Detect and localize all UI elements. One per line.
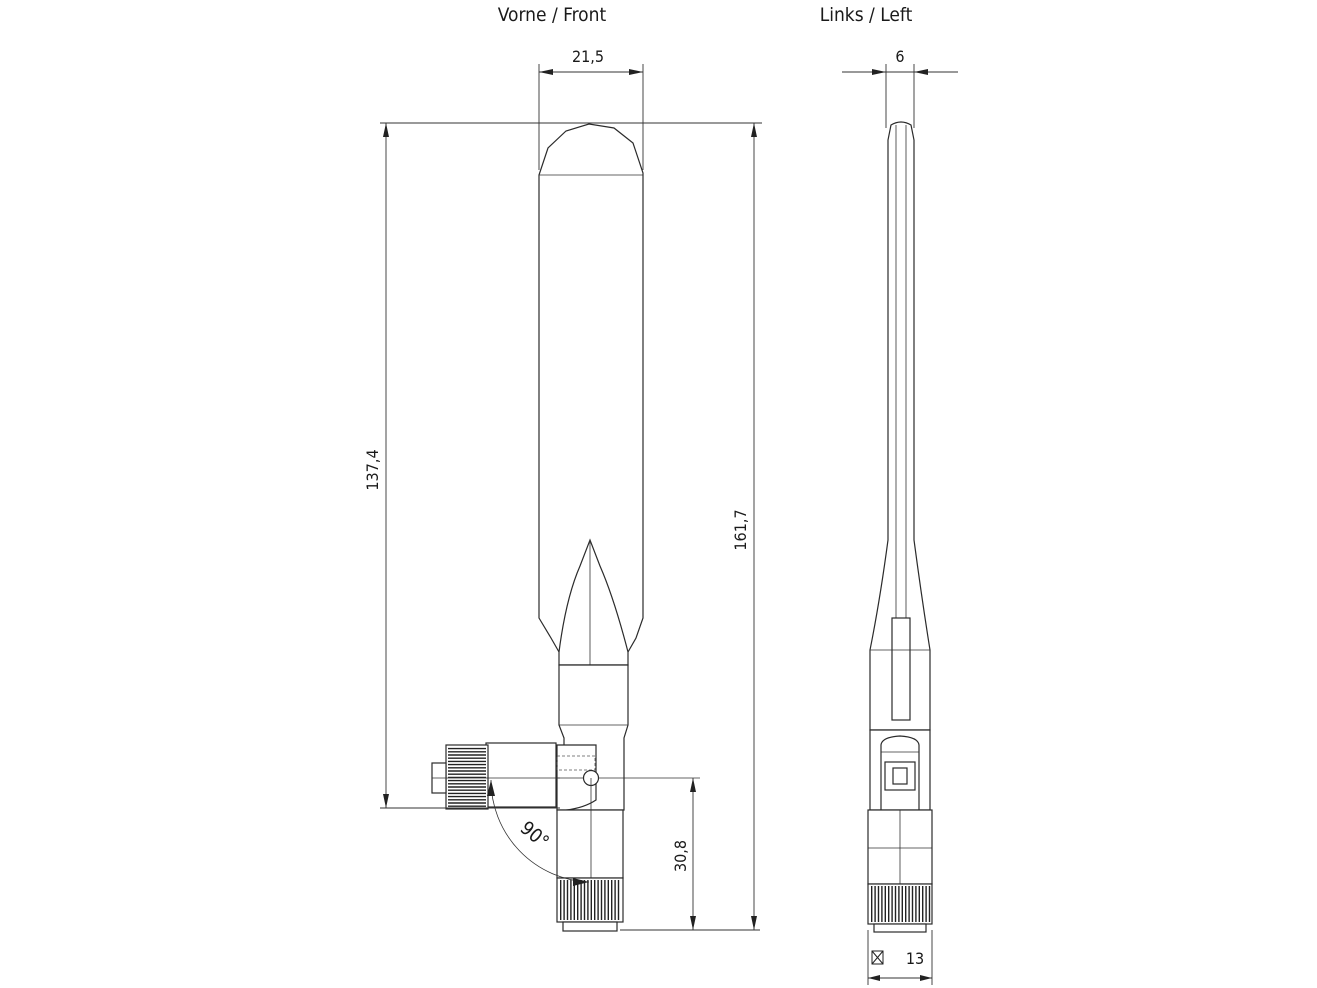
dim-161-arrow-top <box>751 123 757 137</box>
swivel-angle-label: 90° <box>516 817 553 853</box>
front-lower-connector-body <box>556 809 624 879</box>
front-lower-knurl-pattern <box>560 880 620 920</box>
dim-13-label: 13 <box>906 949 924 968</box>
dim-6-label: 6 <box>895 47 904 66</box>
front-hinge-hidden-line <box>556 755 596 771</box>
side-connector-tip <box>873 923 927 933</box>
left-view-title: Links / Left <box>820 4 913 26</box>
side-antenna-blade <box>869 121 931 731</box>
dim-13-arrow-left <box>868 975 880 981</box>
left-view: Links / Left 6 <box>820 4 958 985</box>
dim-161-label: 161,7 <box>731 509 750 550</box>
dim-30-label: 30,8 <box>671 840 690 872</box>
dim-137-label: 137,4 <box>363 449 382 490</box>
dim-width-label: 21,5 <box>572 47 604 66</box>
swivel-arc-arrow-start <box>487 780 495 796</box>
dim-6-arrow-right <box>914 69 928 75</box>
dim-width-arrow-right <box>629 69 643 75</box>
dim-137-arrow-bottom <box>383 794 389 808</box>
side-knurl-pattern <box>871 886 931 922</box>
side-hinge-pin <box>892 767 908 785</box>
front-lower-connector-tip <box>562 921 618 932</box>
dim-6-arrow-left <box>872 69 886 75</box>
front-view: Vorne / Front 90° <box>363 4 762 932</box>
front-view-title: Vorne / Front <box>498 4 607 26</box>
front-antenna-blade <box>538 123 644 666</box>
dim-30-arrow-bottom <box>690 916 696 930</box>
front-side-connector-body <box>485 742 557 808</box>
swivel-arc-arrow-end <box>573 878 589 886</box>
dim-width-arrow-left <box>539 69 553 75</box>
dim-137-arrow-top <box>383 123 389 137</box>
dim-30-arrow-top <box>690 778 696 792</box>
dim-13-arrow-right <box>920 975 932 981</box>
wrench-size-icon <box>871 950 884 965</box>
swivel-arc <box>490 779 590 883</box>
front-side-knurl-pattern <box>448 747 486 807</box>
side-blade-root <box>891 617 911 721</box>
dim-161-arrow-bottom <box>751 916 757 930</box>
